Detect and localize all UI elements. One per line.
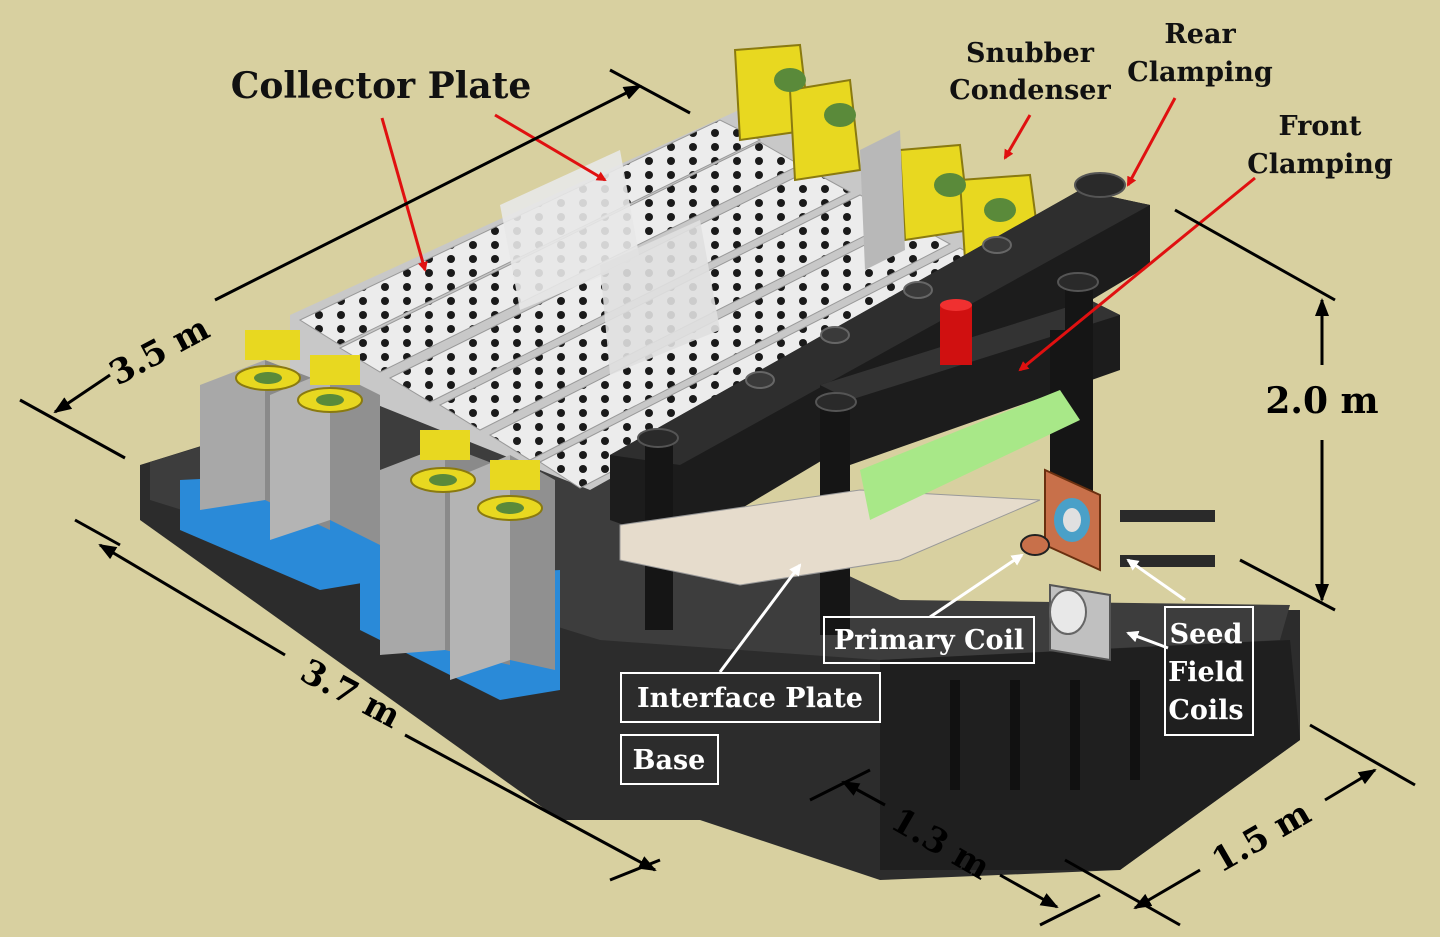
snubber-clamps: [733, 43, 1042, 270]
seed-label-line1: Seed: [1170, 619, 1243, 650]
rear-clamping-label-line1: Rear: [1164, 19, 1236, 50]
collector-arrow-left: [380, 117, 428, 272]
dim-1-5-label: 1.5 m: [1205, 793, 1318, 881]
dim-3-7-bottom: [404, 733, 657, 872]
dim-1-3-top: [841, 780, 886, 807]
dim-1-3-bottom: [999, 873, 1059, 909]
white-arrows: [718, 553, 1186, 673]
primary-coil-arrow: [929, 553, 1024, 619]
interface-plate-arrow: [718, 563, 802, 673]
rear-clamping-label-line2: Clamping: [1127, 57, 1273, 88]
dim-1-5-left: [1133, 868, 1201, 910]
dark-labels: Collector Plate Snubber Condenser Rear C…: [231, 19, 1393, 180]
snubber-label-line1: Snubber: [966, 38, 1095, 69]
snubber-label-line2: Condenser: [949, 75, 1111, 106]
rear-clamping-arrow: [1126, 97, 1177, 187]
seed-arrow-upper: [1126, 558, 1186, 602]
seed-arrow-lower: [1126, 630, 1169, 650]
machine-illustration: [140, 43, 1300, 880]
base-ribs: [950, 680, 1140, 790]
primary-coil-box: Primary Coil: [823, 616, 1035, 664]
front-clamping-label-line2: Clamping: [1247, 149, 1393, 180]
dim-3-5-right: [214, 84, 642, 302]
seed-label-line3: Coils: [1168, 695, 1243, 726]
primary-coil-label: Primary Coil: [834, 625, 1024, 656]
interface-plate-shape: [619, 489, 1041, 586]
seed-field-coils-box: Seed Field Coils: [1164, 606, 1254, 736]
snubber-arrow: [1003, 114, 1032, 160]
dim-2-0-label: 2.0 m: [1265, 380, 1378, 422]
collector-plate-label: Collector Plate: [231, 65, 532, 107]
front-clamping-beam: [820, 300, 1120, 465]
dim-3-5-label: 3.5 m: [103, 308, 216, 394]
base-label: Base: [633, 745, 706, 776]
interface-plate-label: Interface Plate: [637, 683, 863, 714]
dim-3-7-top: [98, 543, 286, 657]
primary-red-cylinder: [940, 299, 972, 365]
dim-1-5-right: [1324, 768, 1377, 802]
front-clamping-arrow: [1018, 176, 1256, 372]
dimension-lines: [19, 68, 1416, 927]
seed-coil-flanges: [1020, 468, 1215, 662]
interface-plate-box: Interface Plate: [620, 672, 881, 723]
front-clamping-label-line1: Front: [1278, 111, 1362, 142]
seed-label-line2: Field: [1168, 657, 1244, 688]
red-arrows: [380, 97, 1256, 372]
rear-clamp-cap: [1074, 172, 1126, 198]
condenser-coils: [235, 330, 543, 521]
base-box: Base: [620, 734, 719, 785]
collector-arrow-right: [494, 113, 607, 182]
dim-3-5-left: [53, 373, 111, 414]
boxed-labels: Primary Coil Interface Plate Base Seed F…: [620, 606, 1254, 785]
